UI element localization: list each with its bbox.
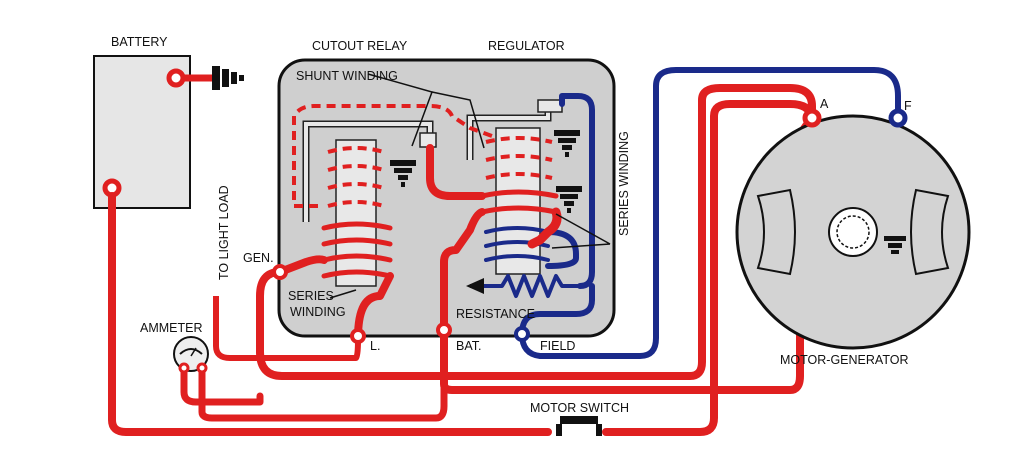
regulator-series-winding (479, 189, 559, 215)
terminal-f-label: F (904, 99, 912, 113)
series-winding-label-a: SERIES (288, 289, 334, 303)
ground-icon (884, 236, 906, 254)
bat-terminal (436, 322, 452, 338)
regulator-shunt-winding (485, 136, 553, 180)
ammeter-gauge (173, 336, 209, 372)
terminal-a-label: A (820, 97, 829, 111)
l-terminal-label: L. (370, 339, 380, 353)
battery-label: BATTERY (111, 35, 168, 49)
resistance-label: RESISTANCE (456, 307, 535, 321)
motor-generator-label: MOTOR-GENERATOR (780, 353, 908, 367)
ground-icon (390, 160, 416, 187)
cutout-relay-label: CUTOUT RELAY (312, 39, 408, 53)
series-winding-vertical-label: SERIES WINDING (617, 131, 631, 236)
resistance (466, 274, 580, 298)
gen-terminal (272, 264, 288, 280)
regulator-contact (537, 99, 563, 113)
pole-shoe-right (910, 188, 950, 276)
ground-icon (554, 130, 580, 157)
cutout-series-winding (321, 221, 393, 279)
light-load-lead (213, 296, 219, 304)
battery-positive-terminal (166, 68, 186, 88)
cutout-core (335, 139, 377, 287)
series-winding-label-b: WINDING (290, 305, 346, 319)
shunt-winding-label: SHUNT WINDING (296, 69, 398, 83)
l-terminal (350, 328, 366, 344)
cutout-shunt-winding (327, 146, 385, 208)
terminal-f (888, 108, 908, 128)
battery (93, 55, 244, 209)
motor-generator (735, 108, 971, 350)
motor-switch-button (560, 416, 598, 424)
field-terminal (514, 326, 530, 342)
motor-switch-label: MOTOR SWITCH (530, 401, 629, 415)
cutout-relay (302, 120, 437, 287)
ammeter-label: AMMETER (140, 321, 203, 335)
pole-shoe-left (756, 188, 796, 276)
regulator-core (495, 127, 541, 275)
ground-icon (556, 186, 582, 213)
commutator (836, 215, 870, 249)
regulator-label: REGULATOR (488, 39, 565, 53)
motor-switch (556, 416, 602, 436)
armature (828, 207, 878, 257)
ammeter-scale-icon (179, 348, 203, 355)
to-light-load-label: TO LIGHT LOAD (217, 185, 231, 280)
callout-lines (329, 73, 611, 299)
shunt-winding-wire (292, 104, 493, 208)
ammeter (173, 336, 209, 374)
field-terminal-label: FIELD (540, 339, 575, 353)
ground-icon (212, 66, 244, 90)
terminal-a (802, 108, 822, 128)
terminals (272, 264, 530, 344)
bat-terminal-label: BAT. (456, 339, 481, 353)
resistance-zigzag (480, 274, 580, 298)
voltage-regulator (466, 99, 582, 275)
gen-label: GEN. (243, 251, 274, 265)
